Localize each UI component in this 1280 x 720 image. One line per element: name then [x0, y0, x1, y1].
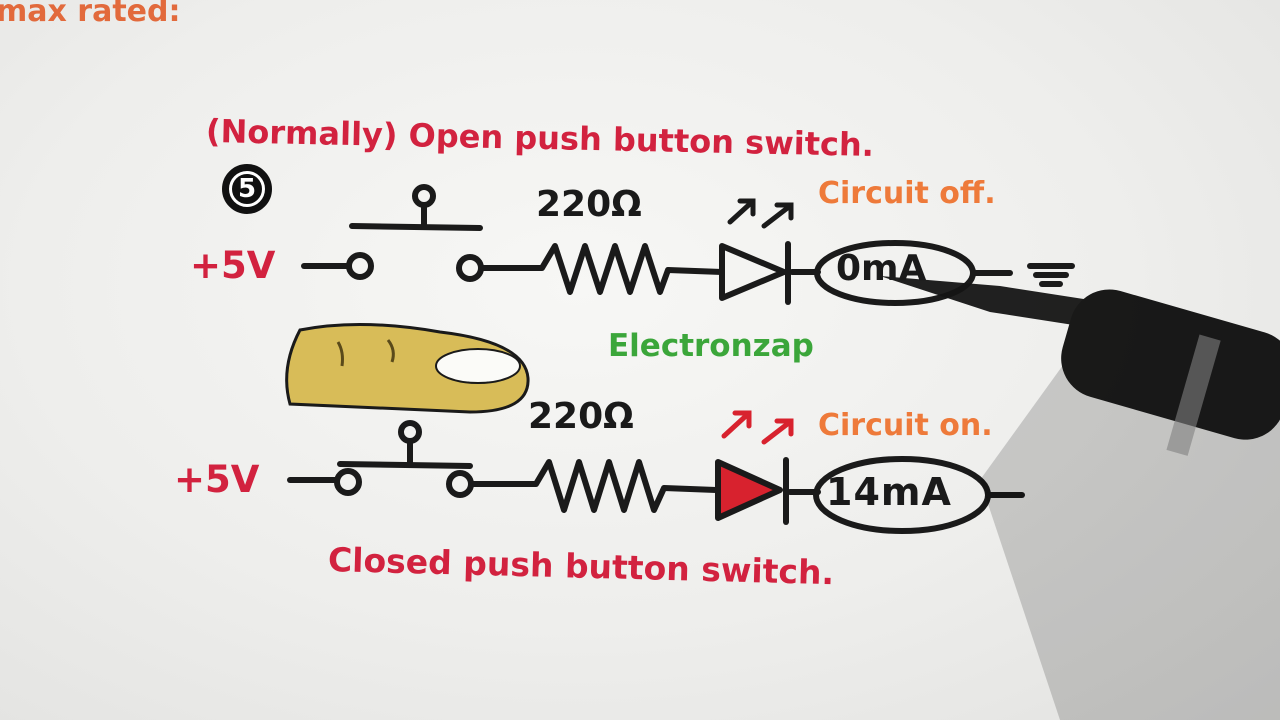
finger-illustration — [285, 323, 530, 414]
top-led-arrows — [727, 198, 794, 229]
bottom-resistor — [469, 459, 719, 513]
fingernail — [435, 348, 521, 384]
bottom-resistor-label: 220Ω — [528, 396, 634, 437]
bottom-meter-reading: 14mA — [826, 470, 952, 514]
finger — [285, 323, 530, 414]
bottom-switch-knob — [398, 420, 422, 444]
bottom-led-arrows — [721, 410, 794, 445]
step-number: 5 — [229, 171, 265, 207]
circuit-on-label: Circuit on. — [818, 408, 993, 443]
top-switch-terminal-left — [346, 252, 374, 280]
bottom-voltage-label: +5V — [174, 458, 260, 501]
step-number-badge: 5 — [222, 164, 272, 214]
top-switch-bar — [349, 223, 483, 231]
top-switch-terminal-right — [456, 254, 484, 282]
pen-in-hand — [880, 276, 1280, 720]
top-resistor-label: 220Ω — [536, 184, 642, 225]
pen-ring — [1166, 334, 1221, 456]
finger-crease-2 — [386, 339, 395, 363]
top-circuit — [301, 184, 1075, 306]
bottom-switch-terminal-right — [446, 470, 474, 498]
top-led — [719, 243, 787, 301]
top-meter-reading: 0mA — [836, 248, 927, 289]
pen-body — [1061, 289, 1280, 440]
top-voltage-label: +5V — [190, 244, 276, 287]
bottom-switch-terminal-left — [334, 468, 362, 496]
watermark: Electronzap — [608, 328, 814, 364]
circuit-off-label: Circuit off. — [818, 176, 996, 211]
finger-crease-1 — [336, 341, 344, 367]
bottom-led — [715, 459, 783, 521]
bottom-switch-bar — [337, 461, 473, 469]
top-switch-knob — [412, 184, 436, 208]
header-text: max rated: — [0, 0, 181, 29]
bottom-circuit — [287, 420, 1025, 534]
pen-tip — [880, 276, 1090, 326]
top-resistor — [479, 243, 725, 295]
